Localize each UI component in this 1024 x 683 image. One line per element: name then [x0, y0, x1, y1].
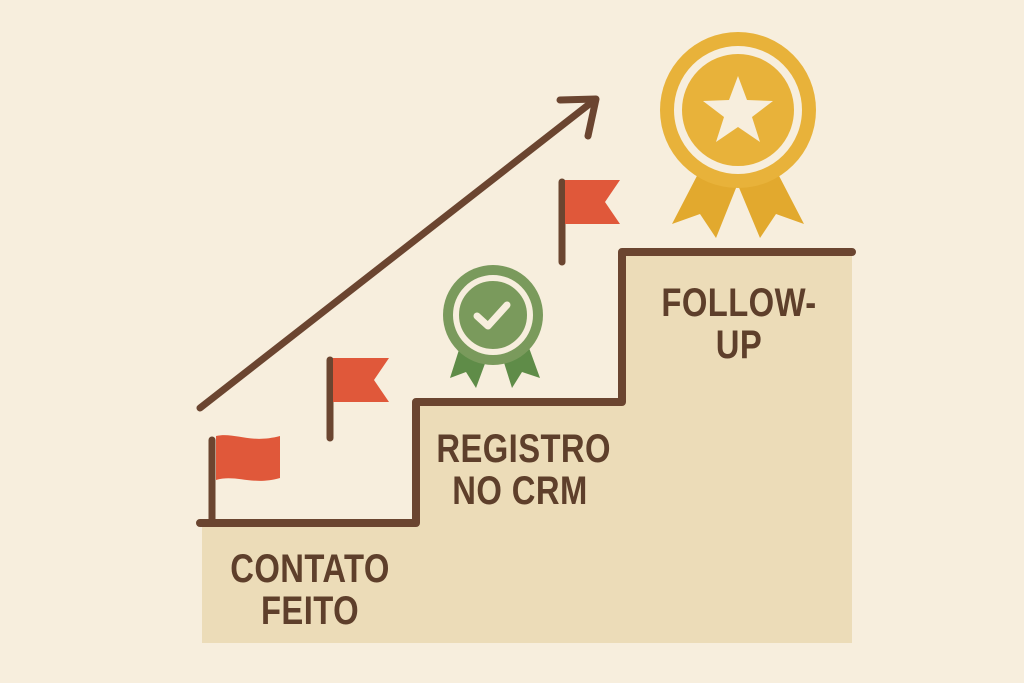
step-2-label-line1: REGISTRO — [436, 427, 611, 471]
checkmark-badge-icon — [443, 265, 543, 388]
step-2-fill — [416, 402, 624, 643]
stair-outline — [196, 248, 856, 527]
star-medal-icon — [660, 32, 816, 238]
step-2-label-line2: NO CRM — [452, 469, 588, 513]
step-2-label: REGISTRO NO CRM — [436, 427, 611, 513]
step-1-label-line2: FEITO — [260, 589, 360, 633]
step-1-fill — [202, 525, 416, 643]
trend-arrow-icon — [196, 95, 600, 412]
step-3-label: FOLLOW-UP — [646, 282, 831, 366]
flag-icon — [558, 178, 620, 266]
flag-icon — [208, 435, 280, 524]
flag-icon — [326, 356, 389, 442]
step-1-label: CONTATO FEITO — [228, 548, 392, 632]
step-3-fill — [624, 252, 852, 643]
step-1-label-line1: CONTATO — [230, 547, 390, 591]
step-3-label-line1: FOLLOW-UP — [661, 281, 817, 367]
step-fills — [202, 252, 852, 643]
